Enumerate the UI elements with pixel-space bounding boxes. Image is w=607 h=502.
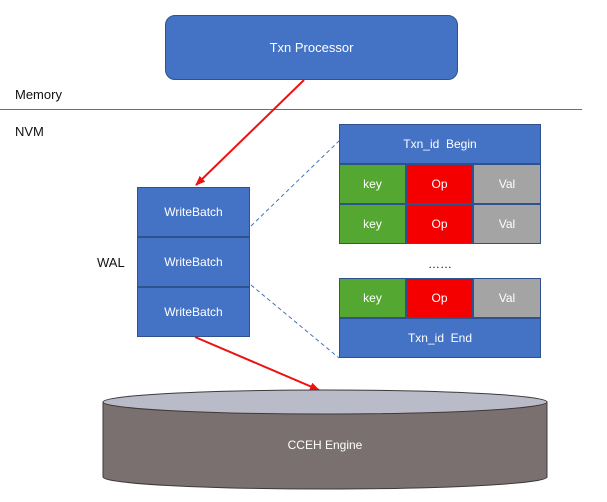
cceh-engine-label: CCEH Engine	[287, 438, 363, 452]
key-label: key	[363, 291, 382, 305]
txn-processor-label: Txn Processor	[269, 40, 354, 55]
txn-end-label: Txn_id End	[407, 331, 473, 345]
batch-detail-top: Txn_id Begin key Op Val key Op Val	[339, 124, 541, 244]
wal-writebatch-1: WriteBatch	[137, 187, 250, 237]
val-label: Val	[498, 291, 516, 305]
op-label: Op	[431, 177, 448, 191]
arrow-wal-to-engine	[194, 336, 320, 391]
txn-end-footer: Txn_id End	[339, 318, 541, 358]
val-cell: Val	[473, 204, 541, 244]
val-cell: Val	[473, 278, 541, 318]
key-cell: key	[339, 204, 406, 244]
record-row-2: key Op Val	[339, 204, 541, 244]
cceh-engine-cylinder	[102, 389, 548, 490]
ellipsis: ……	[428, 257, 452, 271]
txn-begin-header: Txn_id Begin	[339, 124, 541, 164]
txn-begin-label: Txn_id Begin	[403, 137, 477, 151]
writebatch-label: WriteBatch	[164, 305, 223, 319]
wal-label: WAL	[97, 255, 125, 270]
key-cell: key	[339, 278, 406, 318]
wal-writebatch-2: WriteBatch	[137, 237, 250, 287]
record-row-last: key Op Val	[339, 278, 541, 318]
op-cell: Op	[406, 278, 473, 318]
val-label: Val	[498, 177, 516, 191]
zoom-line-bottom	[250, 284, 340, 359]
wal-stack: WriteBatch WriteBatch WriteBatch	[137, 187, 250, 337]
writebatch-label: WriteBatch	[164, 205, 223, 219]
wal-writebatch-3: WriteBatch	[137, 287, 250, 337]
op-cell: Op	[406, 164, 473, 204]
txn-processor-box: Txn Processor	[165, 15, 458, 80]
arrow-processor-to-wal	[195, 79, 305, 186]
op-cell: Op	[406, 204, 473, 244]
memory-label: Memory	[15, 87, 62, 102]
key-label: key	[363, 177, 382, 191]
op-label: Op	[431, 291, 448, 305]
record-row-1: key Op Val	[339, 164, 541, 204]
zoom-line-top	[250, 140, 340, 227]
nvm-label: NVM	[15, 124, 44, 139]
val-label: Val	[498, 217, 516, 231]
op-label: Op	[431, 217, 448, 231]
batch-detail-bottom: key Op Val Txn_id End	[339, 278, 541, 358]
key-cell: key	[339, 164, 406, 204]
writebatch-label: WriteBatch	[164, 255, 223, 269]
key-label: key	[363, 217, 382, 231]
val-cell: Val	[473, 164, 541, 204]
